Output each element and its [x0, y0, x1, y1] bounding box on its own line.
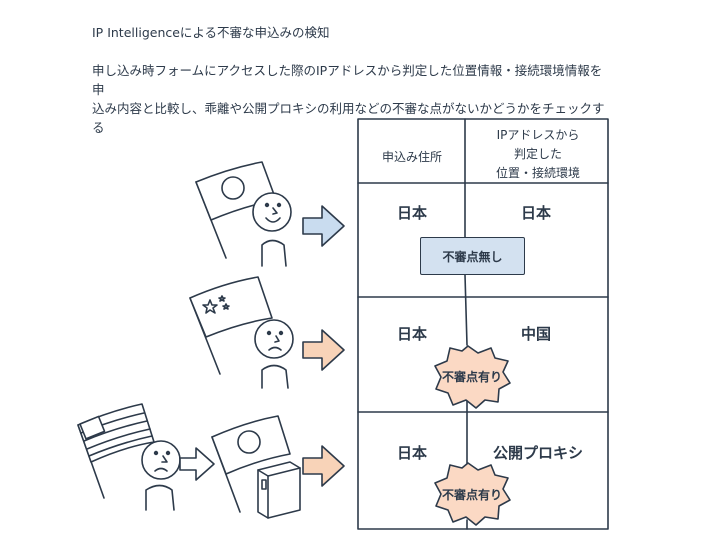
arrow-right-icon	[302, 329, 345, 371]
worried-person-icon	[141, 440, 181, 511]
proxy-flag-icon	[211, 415, 291, 513]
japan-flag-icon	[195, 161, 277, 259]
header-ip-location: IPアドレスから 判定した 位置・接続環境	[468, 126, 608, 183]
result-badge-ok: 不審点無し	[420, 237, 525, 275]
header-applicant-address: 申込み住所	[381, 150, 442, 164]
result-badge-ng: 不審点有り	[441, 370, 502, 384]
row2-ip-location: 中国	[520, 325, 551, 343]
proxy-server-icon	[257, 461, 301, 519]
row3-address: 日本	[396, 444, 427, 462]
row2-address: 日本	[396, 325, 427, 343]
china-flag-icon	[189, 276, 273, 375]
row1-ip-location: 日本	[520, 204, 551, 222]
description: 申し込み時フォームにアクセスした際のIPアドレスから判定した位置情報・接続環境情…	[92, 61, 612, 137]
happy-person-icon	[252, 192, 292, 267]
arrow-right-icon	[179, 447, 215, 481]
result-badge-ng: 不審点有り	[441, 488, 502, 502]
arrow-right-icon	[302, 205, 345, 247]
worried-person-icon	[254, 319, 294, 389]
description-line-1: 申し込み時フォームにアクセスした際のIPアドレスから判定した位置情報・接続環境情…	[92, 63, 603, 97]
description-line-2: 込み内容と比較し、乖離や公開プロキシの利用などの不審な点がないかどうかをチェック…	[92, 101, 605, 135]
comparison-table-grid	[357, 118, 609, 530]
row3-ip-location: 公開プロキシ	[492, 444, 583, 462]
page-title: IP Intelligenceによる不審な申込みの検知	[92, 25, 330, 40]
header-ip-line-1: IPアドレスから	[496, 128, 580, 142]
arrow-right-icon	[302, 445, 345, 487]
usa-flag-icon	[77, 403, 155, 499]
header-ip-line-2: 判定した	[513, 147, 562, 161]
header-ip-line-3: 位置・接続環境	[495, 166, 580, 180]
row1-address: 日本	[396, 204, 427, 222]
alert-starburst-icon	[434, 462, 511, 526]
alert-starburst-icon	[434, 345, 511, 409]
